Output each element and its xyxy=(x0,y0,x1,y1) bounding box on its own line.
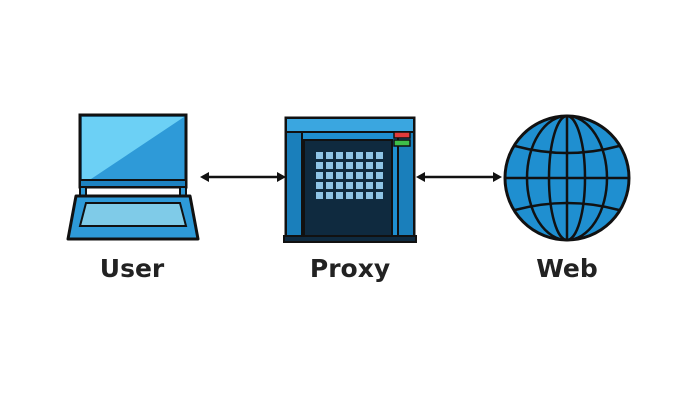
node-web: Web xyxy=(497,108,637,288)
node-label-user: User xyxy=(99,254,165,283)
node-label-web: Web xyxy=(536,254,598,283)
edge-proxy-web xyxy=(416,172,502,182)
node-proxy: Proxy xyxy=(280,108,420,288)
vent-grid-icon xyxy=(316,152,383,199)
node-user: User xyxy=(62,108,202,288)
arrowhead-left-icon xyxy=(200,172,209,182)
server-icon xyxy=(283,116,417,243)
globe-icon xyxy=(503,114,631,242)
node-label-proxy: Proxy xyxy=(309,254,391,283)
edge-user-proxy xyxy=(200,172,286,182)
arrowhead-right-icon xyxy=(493,172,502,182)
arrowhead-right-icon xyxy=(277,172,286,182)
status-green-icon xyxy=(393,139,411,147)
laptop-icon xyxy=(66,113,200,241)
arrowhead-left-icon xyxy=(416,172,425,182)
status-red-icon xyxy=(393,131,411,139)
